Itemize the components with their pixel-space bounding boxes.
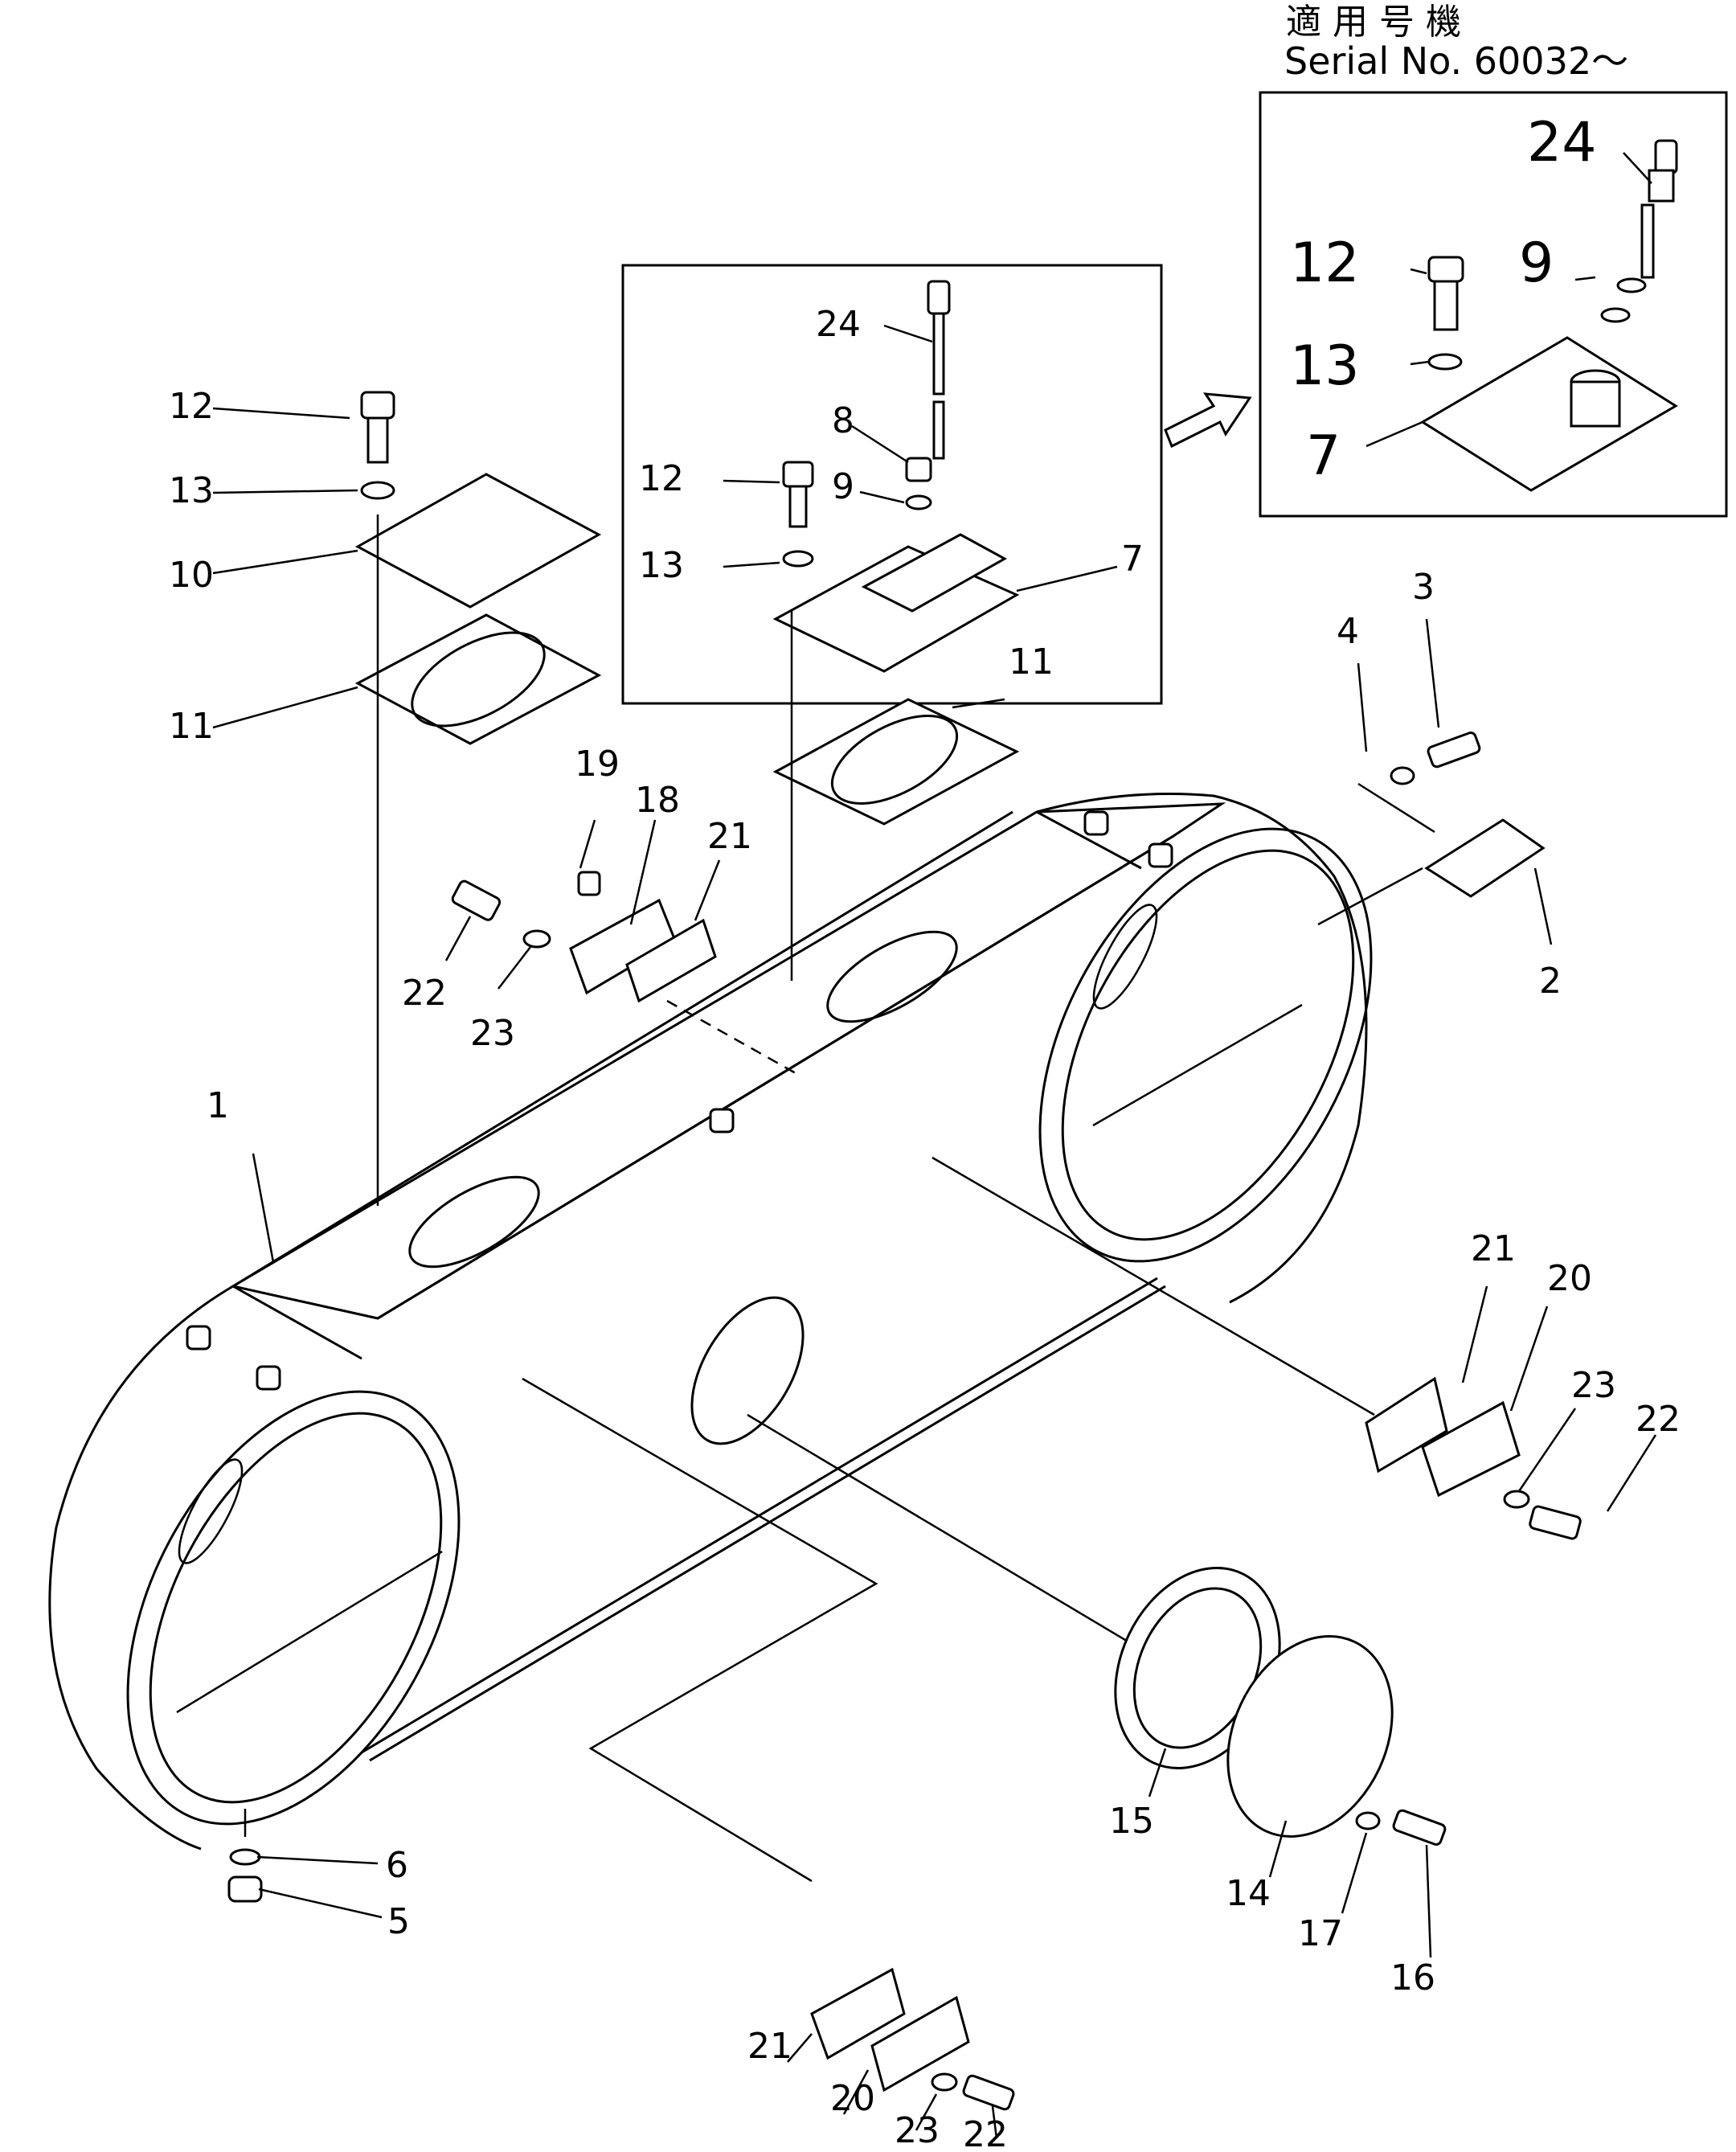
callout-17: 17	[1298, 1913, 1343, 1954]
callout-6: 6	[386, 1845, 408, 1886]
callout-11-left: 11	[169, 706, 214, 747]
round-cover-parts	[747, 1413, 1447, 1846]
callout-21-right: 21	[1471, 1228, 1516, 1269]
callout-13-left: 13	[169, 470, 214, 511]
callout-1: 1	[207, 1085, 229, 1126]
callout-23-right: 23	[1571, 1365, 1616, 1406]
serial-number-label: Serial No. 60032～	[1284, 39, 1628, 83]
callout-4: 4	[1337, 611, 1359, 652]
right-bracket-parts	[1317, 732, 1546, 926]
callout-19: 19	[575, 744, 620, 785]
callout-12-center: 12	[639, 458, 684, 499]
callout-8: 8	[832, 400, 854, 441]
callout-7-center: 7	[1121, 539, 1144, 580]
callout-10: 10	[169, 555, 214, 596]
callout-12-left: 12	[169, 386, 214, 427]
inset-box-right	[1259, 91, 1728, 518]
side-plate-right	[931, 1156, 1582, 1540]
callout-14: 14	[1226, 1873, 1271, 1914]
callout-23-top: 23	[470, 1013, 515, 1054]
callout-7-inset: 7	[1306, 424, 1341, 488]
direction-arrow	[1164, 392, 1252, 449]
callout-22-top: 22	[402, 973, 447, 1014]
inset-box-center	[621, 264, 1163, 705]
callout-22-right: 22	[1636, 1399, 1681, 1440]
right-inset-parts	[1420, 139, 1678, 492]
left-cover-stack	[354, 391, 602, 1206]
breather-bracket-parts	[451, 871, 796, 1075]
side-plate-bottom	[522, 1377, 1015, 2111]
callout-23-bottom: 23	[895, 2110, 940, 2148]
callout-18: 18	[635, 780, 680, 821]
applicable-serial-label-jp: 適用号機	[1286, 2, 1472, 43]
callout-24-center: 24	[816, 304, 861, 345]
callout-numbers: 12 13 10 11 24 8 9 12 13 7 11 1 19 18 21…	[169, 111, 1681, 2152]
callout-9-center: 9	[832, 466, 854, 507]
callout-9-inset: 9	[1519, 232, 1554, 295]
center-inset-parts	[772, 280, 1020, 981]
callout-22-bottom: 22	[963, 2114, 1008, 2148]
callout-3: 3	[1412, 567, 1435, 608]
leader-lines	[212, 152, 1657, 2139]
callout-21-bottom: 21	[747, 2026, 792, 2067]
callout-13-center: 13	[639, 545, 684, 586]
callout-20-right: 20	[1547, 1258, 1592, 1299]
callout-21-top: 21	[707, 816, 752, 857]
callout-15: 15	[1109, 1801, 1154, 1842]
callout-11-center: 11	[1009, 642, 1054, 682]
callout-24-inset: 24	[1527, 111, 1597, 174]
callout-20-bottom: 20	[830, 2078, 875, 2119]
callout-16: 16	[1390, 1957, 1435, 1998]
callout-13-inset: 13	[1290, 334, 1360, 398]
callout-5: 5	[387, 1901, 410, 1942]
callout-2: 2	[1539, 961, 1562, 1002]
callout-12-inset: 12	[1290, 232, 1360, 295]
